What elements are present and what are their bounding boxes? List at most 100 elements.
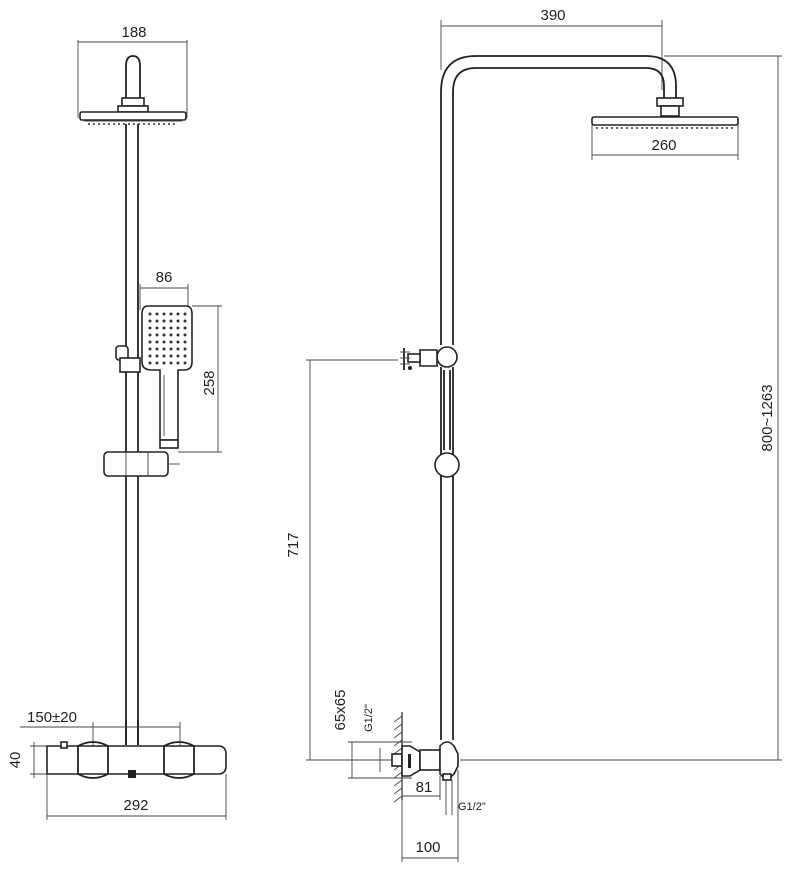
dim-mixer-height: 40: [7, 742, 47, 778]
hand-shower-front: [141, 305, 193, 449]
diverter-holder: [400, 346, 458, 370]
hatch-line: [393, 779, 403, 787]
nozzle-dot: [162, 361, 166, 365]
nozzle-dot: [148, 361, 152, 365]
nozzle-dot: [169, 354, 173, 358]
thread-lower: G1/2": [445, 780, 486, 815]
nozzle-dot: [162, 312, 166, 316]
hatch-line: [393, 723, 403, 731]
nozzle-dot: [169, 326, 173, 330]
nozzle-dot: [162, 347, 166, 351]
dim-arm-reach: 390: [440, 7, 663, 90]
spray-nozzle-grid: [148, 312, 187, 365]
nozzle-dot: [155, 326, 159, 330]
hatch-line: [393, 795, 403, 803]
nozzle-dot: [176, 319, 180, 323]
nozzle-dot: [148, 354, 152, 358]
nozzle-dot: [155, 333, 159, 337]
nozzle-dot: [176, 347, 180, 351]
nozzle-dot: [176, 326, 180, 330]
nozzle-dot: [148, 312, 152, 316]
hatch-line: [393, 715, 403, 723]
nozzle-dot: [148, 333, 152, 337]
dim-hand-width-label: 86: [156, 269, 173, 286]
dim-offset-label: 81: [416, 779, 433, 796]
dim-hand-length-label: 258: [201, 370, 218, 395]
nozzle-dot: [176, 333, 180, 337]
hatch-line: [393, 731, 403, 739]
nozzle-dot: [176, 340, 180, 344]
dim-hand-width: 86: [139, 269, 189, 310]
rail-front: [125, 124, 139, 745]
thread-upper-label: G1/2": [363, 704, 375, 732]
hatch-line: [393, 739, 403, 747]
nozzle-dot: [155, 340, 159, 344]
nozzle-dot: [183, 333, 187, 337]
rain-head-side: [591, 97, 739, 129]
front-view: 188 86: [7, 24, 227, 820]
dim-height-range-label: 800~1263: [759, 384, 776, 451]
dim-depth: 100: [401, 770, 459, 862]
nozzle-dot: [183, 319, 187, 323]
nozzle-dot: [169, 319, 173, 323]
upper-holder: [115, 345, 141, 373]
dim-hand-length: 258: [178, 305, 222, 453]
dim-inlet-spacing-label: 150±20: [27, 709, 77, 726]
thread-lower-label: G1/2": [458, 801, 486, 813]
nozzle-dot: [148, 347, 152, 351]
nozzle-dot: [162, 319, 166, 323]
nozzle-dot: [183, 347, 187, 351]
dim-mixer-width-label: 292: [123, 797, 148, 814]
nozzle-dot: [148, 340, 152, 344]
dim-mixer-width: 292: [46, 774, 227, 820]
dim-arm-reach-label: 390: [540, 7, 565, 24]
slide-holder: [103, 451, 180, 477]
nozzle-dot: [176, 361, 180, 365]
dim-outlet-height-label: 717: [285, 532, 302, 557]
nozzle-dot: [183, 312, 187, 316]
dim-mixer-height-label: 40: [7, 752, 24, 769]
hatch-line: [393, 787, 403, 795]
dim-head-diameter-label: 260: [651, 137, 676, 154]
nozzle-dot: [155, 347, 159, 351]
hatch-line: [393, 747, 403, 755]
nozzle-dot: [176, 354, 180, 358]
dim-flange-label: 65x65: [332, 690, 349, 731]
side-view: 390 260 800~1263: [285, 7, 782, 862]
nozzle-dot: [155, 354, 159, 358]
nozzle-dot: [183, 361, 187, 365]
nozzle-dot: [162, 326, 166, 330]
nozzle-dot: [176, 312, 180, 316]
nozzle-dot: [183, 354, 187, 358]
nozzle-dot: [169, 312, 173, 316]
dim-head-width-label: 188: [121, 24, 146, 41]
nozzle-dot: [155, 312, 159, 316]
dim-head-width: 188: [77, 24, 188, 118]
nozzle-dot: [162, 340, 166, 344]
nozzle-dot: [169, 340, 173, 344]
nozzle-dot: [183, 326, 187, 330]
rail-side: [440, 367, 454, 740]
nozzle-dot: [183, 340, 187, 344]
nozzle-dot: [155, 361, 159, 365]
hatch-line: [393, 771, 403, 779]
dim-height-range: 800~1263: [460, 55, 782, 761]
dim-flange: 65x65: [332, 690, 412, 779]
nozzle-dot: [169, 333, 173, 337]
nozzle-dot: [169, 347, 173, 351]
nozzle-dot: [148, 326, 152, 330]
slider-knob: [434, 452, 460, 478]
nozzle-dot: [148, 319, 152, 323]
thread-upper: G1/2": [363, 704, 394, 772]
nozzle-dot: [169, 361, 173, 365]
mixer-connection-side: [391, 741, 459, 781]
nozzle-dot: [155, 319, 159, 323]
mixer-body-front: [46, 741, 227, 779]
rain-head-front: [79, 55, 187, 125]
nozzle-dot: [162, 354, 166, 358]
dim-outlet-height: 717: [285, 359, 400, 761]
dim-offset: 81: [401, 776, 441, 800]
overhead-arm: [440, 55, 677, 345]
nozzle-dot: [162, 333, 166, 337]
